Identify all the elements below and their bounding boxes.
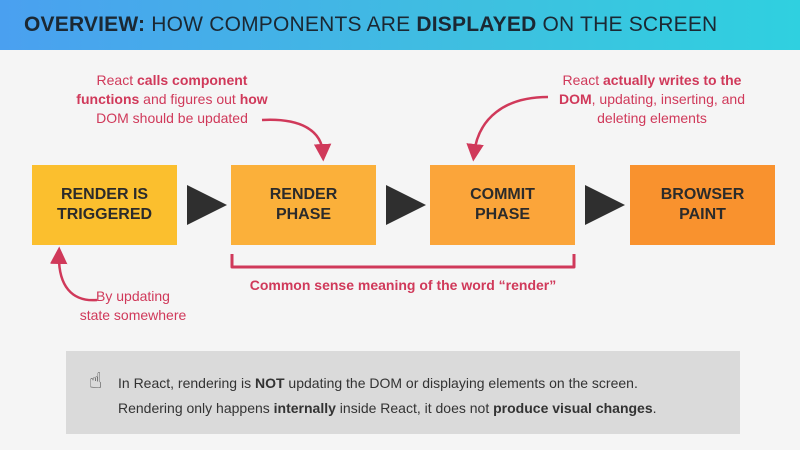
stage-render-phase: RENDER PHASE [231, 165, 376, 245]
info-note: ☝ In React, rendering is NOT updating th… [66, 351, 740, 434]
trigger-pointer-arrow [49, 246, 98, 302]
bracket-label: Common sense meaning of the word “render… [249, 277, 557, 293]
note-line-1: In React, rendering is NOT updating the … [118, 375, 638, 391]
pointing-finger-icon: ☝ [89, 368, 103, 393]
commit-phase-annotation: React actually writes to the DOM, updati… [558, 72, 745, 126]
render-phase-pointer-arrow [261, 118, 332, 162]
stage-browser-paint: BROWSER PAINT [630, 165, 775, 245]
note-line-2: Rendering only happens internally inside… [118, 400, 657, 416]
trigger-annotation: By updating state somewhere [79, 288, 187, 323]
stage-render-triggered: RENDER IS TRIGGERED [32, 165, 177, 245]
commit-phase-pointer-arrow [466, 95, 549, 162]
render-bracket [230, 254, 576, 269]
render-phase-annotation: React calls component functions and figu… [76, 72, 268, 126]
page-title: OVERVIEW: HOW COMPONENTS ARE DISPLAYED O… [24, 13, 718, 36]
header-bar: OVERVIEW: HOW COMPONENTS ARE DISPLAYED O… [0, 0, 800, 50]
stage-commit-phase: COMMIT PHASE [430, 165, 575, 245]
